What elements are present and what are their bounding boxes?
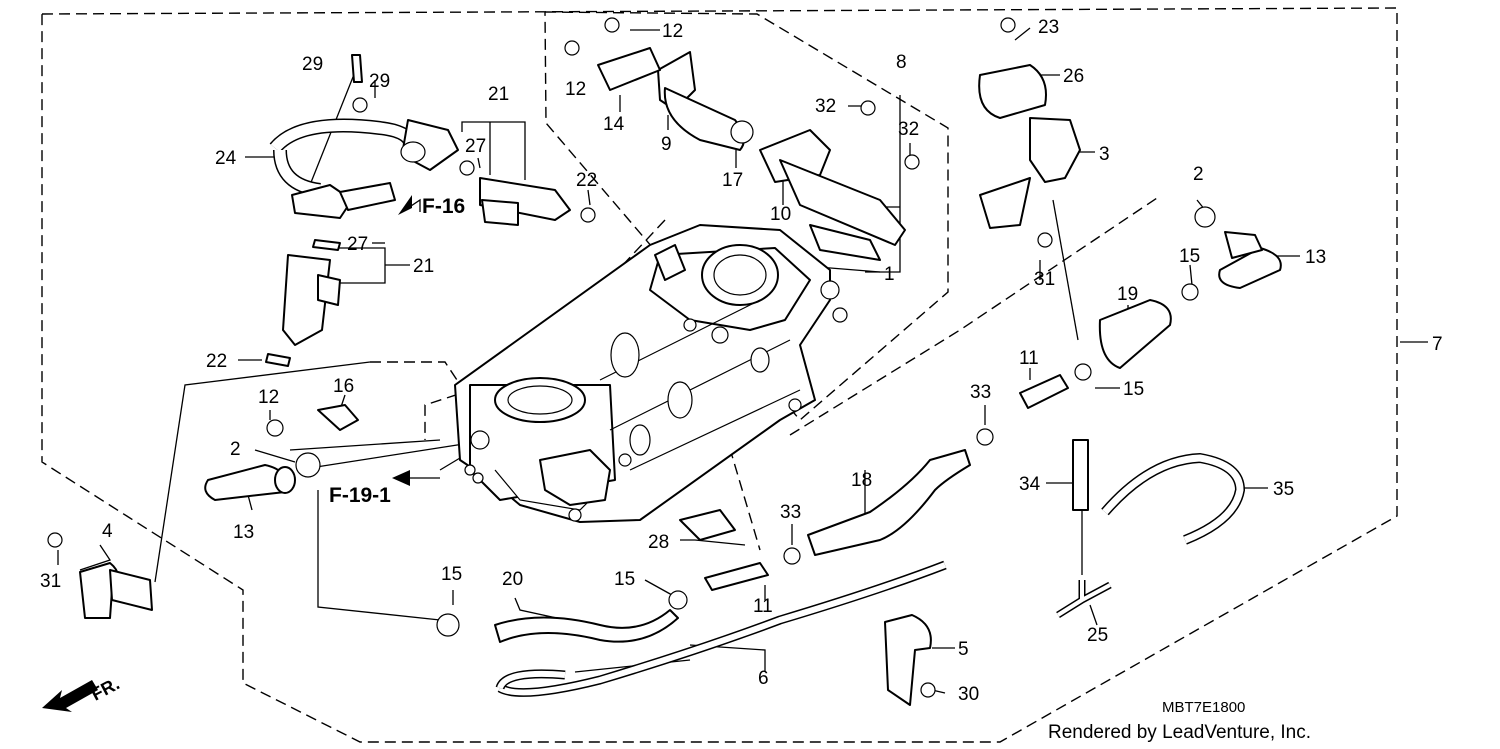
reference-arrows <box>392 195 440 486</box>
callout-29-mid: 29 <box>369 71 390 92</box>
callout-21-top: 21 <box>488 84 509 105</box>
callout-labels: 1 2 2 3 4 5 6 7 8 9 10 11 11 12 12 12 13… <box>40 17 1443 705</box>
callout-27-top: 27 <box>465 136 486 157</box>
diagram-code: MBT7E1800 <box>1162 699 1245 716</box>
callout-4: 4 <box>102 521 113 542</box>
callout-32-a: 32 <box>815 96 836 117</box>
callout-13-left: 13 <box>233 522 254 543</box>
callout-15-c: 15 <box>441 564 462 585</box>
callout-31-right: 31 <box>1034 269 1055 290</box>
callout-30: 30 <box>958 684 979 705</box>
render-credit: Rendered by LeadVenture, Inc. <box>1048 722 1311 743</box>
callout-35: 35 <box>1273 479 1294 500</box>
callout-13-right: 13 <box>1305 247 1326 268</box>
reference-f19-1: F-19-1 <box>329 484 391 507</box>
callout-15-d: 15 <box>614 569 635 590</box>
callout-34: 34 <box>1019 474 1041 495</box>
callout-22-left: 22 <box>206 351 227 372</box>
callout-8: 8 <box>896 52 907 73</box>
fittings <box>47 17 1282 706</box>
callout-28: 28 <box>648 532 669 553</box>
callout-11-right: 11 <box>1019 348 1039 369</box>
callout-21-bottom: 21 <box>413 256 434 277</box>
callout-27-bottom: 27 <box>347 234 368 255</box>
callout-15-b: 15 <box>1123 379 1144 400</box>
callout-33-right: 33 <box>970 382 991 403</box>
callout-33-bottom: 33 <box>780 502 801 523</box>
callout-1: 1 <box>884 264 895 285</box>
callout-14: 14 <box>603 114 625 135</box>
callout-26: 26 <box>1063 66 1084 87</box>
callout-20: 20 <box>502 569 523 590</box>
callout-5: 5 <box>958 639 969 660</box>
front-marker-label: FR. <box>88 673 123 704</box>
callout-7: 7 <box>1432 334 1443 355</box>
throttle-body <box>454 224 848 523</box>
callout-12-top: 12 <box>662 21 683 42</box>
callout-15-a: 15 <box>1179 246 1200 267</box>
callout-22-top: 22 <box>576 170 597 191</box>
reference-f16: F-16 <box>422 195 465 218</box>
callout-17: 17 <box>722 170 743 191</box>
callout-10: 10 <box>770 204 791 225</box>
callout-32-b: 32 <box>898 119 919 140</box>
callout-11-bottom: 11 <box>753 596 773 617</box>
callout-2-right: 2 <box>1193 164 1204 185</box>
callout-18: 18 <box>851 470 872 491</box>
callout-25: 25 <box>1087 625 1108 646</box>
callout-2-left: 2 <box>230 439 241 460</box>
front-arrow-icon: FR. <box>42 673 123 712</box>
callout-3: 3 <box>1099 144 1110 165</box>
callout-9: 9 <box>661 134 672 155</box>
callout-31-left: 31 <box>40 571 61 592</box>
callout-6: 6 <box>758 668 769 689</box>
callout-29-top: 29 <box>302 54 323 75</box>
callout-23: 23 <box>1038 17 1059 38</box>
hoses <box>269 118 1246 697</box>
callout-12-left: 12 <box>258 387 279 408</box>
callout-24: 24 <box>215 148 237 169</box>
callout-12-mid: 12 <box>565 79 586 100</box>
callout-19: 19 <box>1117 284 1138 305</box>
callout-16: 16 <box>333 376 354 397</box>
